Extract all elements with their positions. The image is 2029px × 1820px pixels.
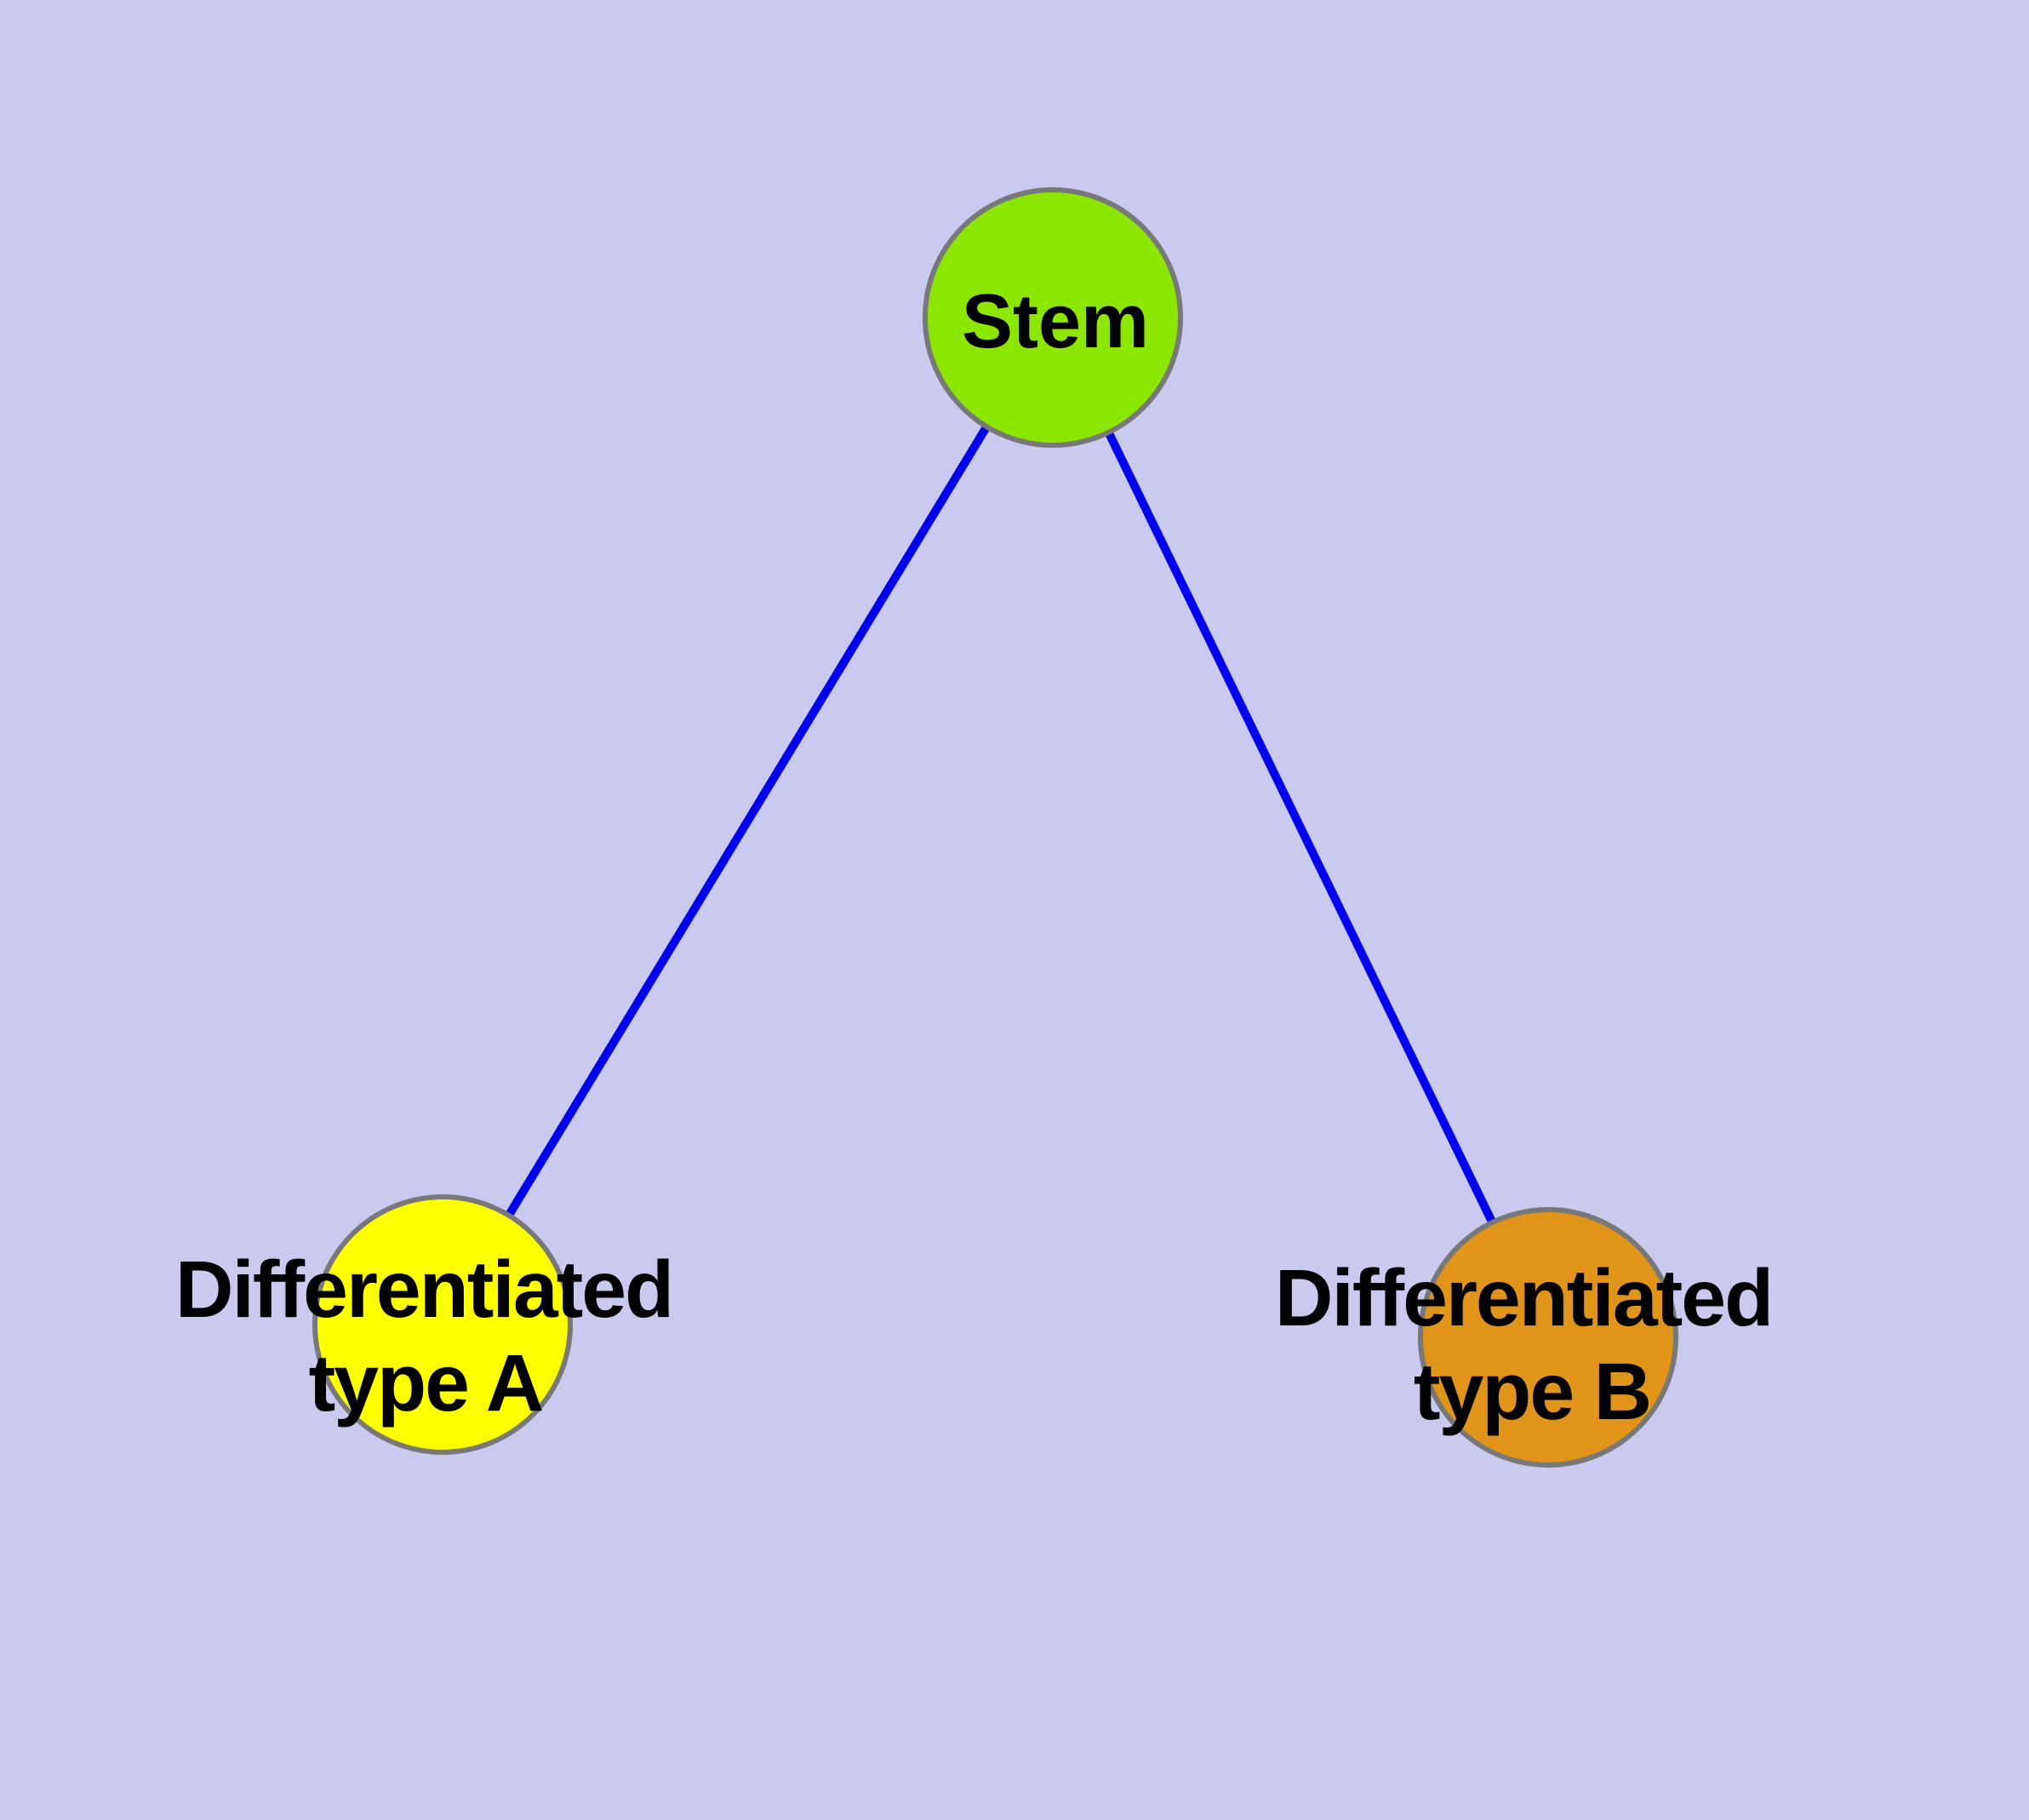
- stem-node-label: Stem: [962, 279, 1149, 364]
- node-differentiated-type-b[interactable]: Differentiated type B: [1275, 1207, 1774, 1468]
- edge-stem-to-type-b: [1049, 315, 1552, 1340]
- stem-node-circle[interactable]: [923, 187, 1183, 448]
- node-stem[interactable]: Stem: [923, 187, 1183, 448]
- type-a-node-label-line1: Differentiated: [175, 1245, 672, 1335]
- type-a-node-circle[interactable]: [312, 1194, 573, 1455]
- type-b-node-label-line1: Differentiated: [1275, 1253, 1772, 1343]
- type-b-node-circle[interactable]: [1418, 1207, 1678, 1468]
- edge-stem-to-type-a: [438, 315, 1057, 1327]
- type-a-node-label-line2: type A: [309, 1338, 543, 1428]
- type-b-node-label-line2: type B: [1414, 1347, 1650, 1437]
- node-differentiated-type-a[interactable]: Differentiated type A: [175, 1194, 674, 1455]
